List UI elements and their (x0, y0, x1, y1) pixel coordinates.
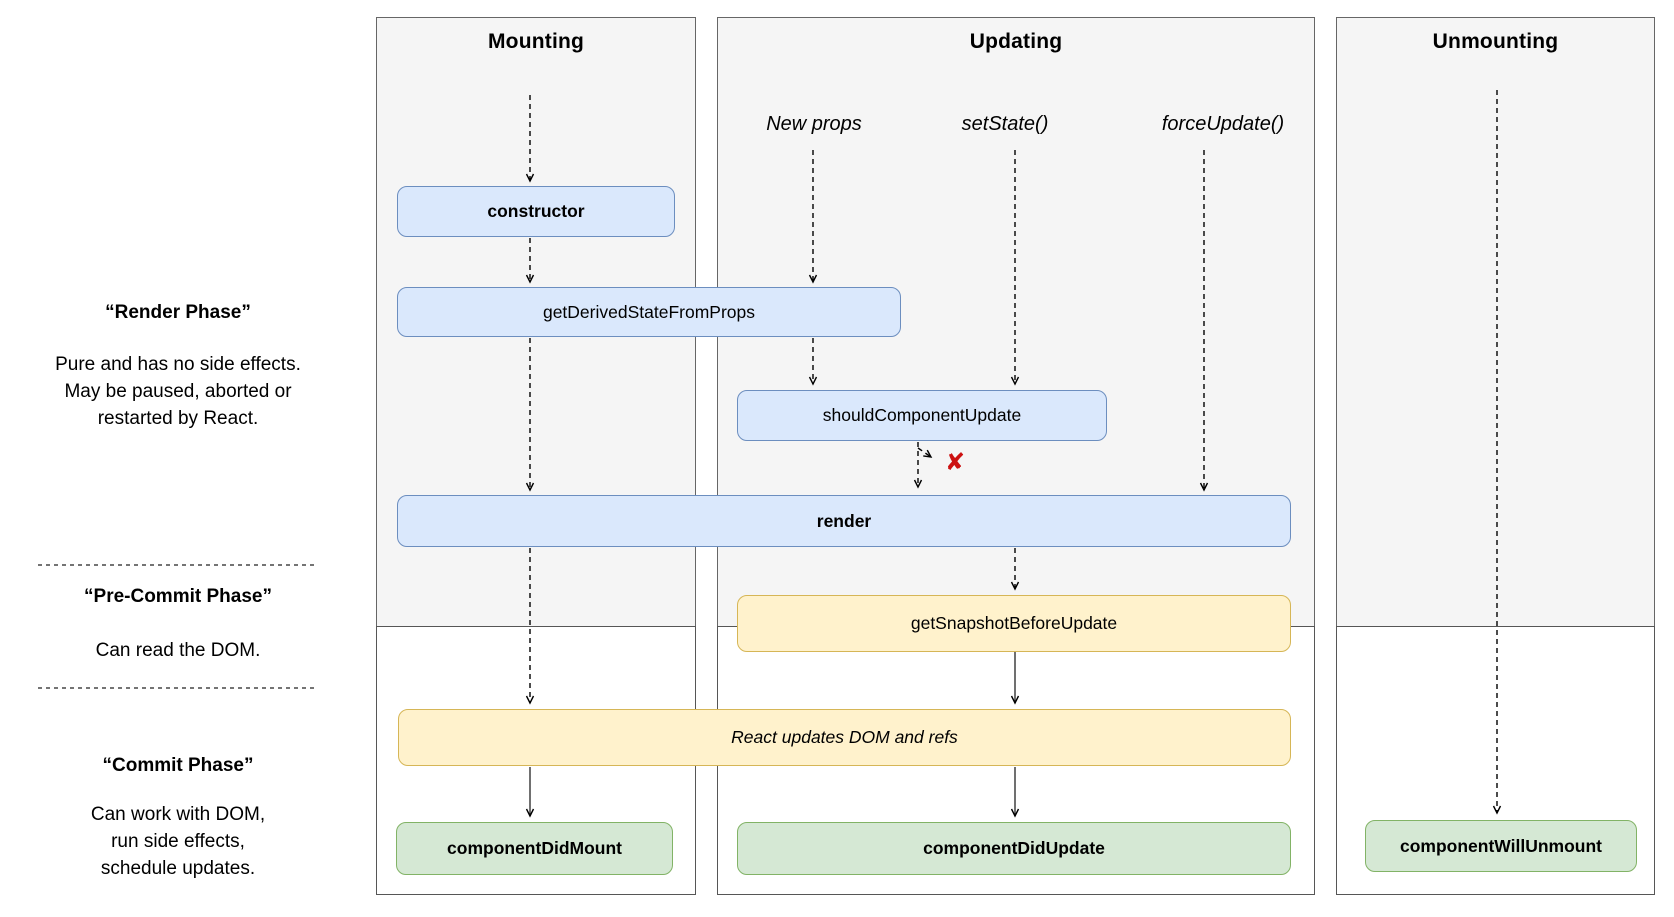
trigger-force-update: forceUpdate() (1161, 113, 1285, 135)
commit-phase-desc-line: Can work with DOM, (90, 804, 266, 825)
trigger-set-state: setState() (961, 113, 1049, 135)
render-phase-desc-line: May be paused, aborted or (64, 381, 292, 402)
mounting-column-title: Mounting (487, 30, 585, 53)
node-componentdidupdate: componentDidUpdate (737, 822, 1291, 875)
updating-column-title: Updating (969, 30, 1063, 53)
commit-phase-desc-line: schedule updates. (100, 858, 256, 879)
node-componentdidmount: componentDidMount (396, 822, 673, 875)
node-getderivedstatefromprops: getDerivedStateFromProps (397, 287, 901, 337)
pre-commit-phase-desc-line: Can read the DOM. (95, 640, 261, 661)
node-constructor: constructor (397, 186, 675, 237)
render-phase-desc-line: Pure and has no side effects. (55, 354, 301, 375)
node-getsnapshotbeforeupdate: getSnapshotBeforeUpdate (737, 595, 1291, 652)
node-render: render (397, 495, 1291, 547)
render-phase-title: “Render Phase” (105, 302, 251, 323)
render-phase-desc-line: restarted by React. (97, 408, 259, 429)
commit-phase-label: “Commit Phase” Can work with DOM, run si… (28, 755, 328, 882)
unmounting-panel-render-area (1336, 17, 1655, 627)
commit-phase-title: “Commit Phase” (102, 755, 254, 776)
node-shouldcomponentupdate: shouldComponentUpdate (737, 390, 1107, 441)
trigger-new-props: New props (766, 113, 862, 135)
node-react-updates-dom: React updates DOM and refs (398, 709, 1291, 766)
unmounting-column-title: Unmounting (1432, 30, 1559, 53)
node-componentwillunmount: componentWillUnmount (1365, 820, 1637, 872)
pre-commit-phase-label: “Pre-Commit Phase” Can read the DOM. (28, 586, 328, 664)
pre-commit-phase-title: “Pre-Commit Phase” (84, 586, 272, 607)
update-blocked-x-icon: ✘ (944, 449, 966, 476)
render-phase-label: “Render Phase” Pure and has no side effe… (28, 302, 328, 432)
commit-phase-desc-line: run side effects, (111, 831, 245, 852)
